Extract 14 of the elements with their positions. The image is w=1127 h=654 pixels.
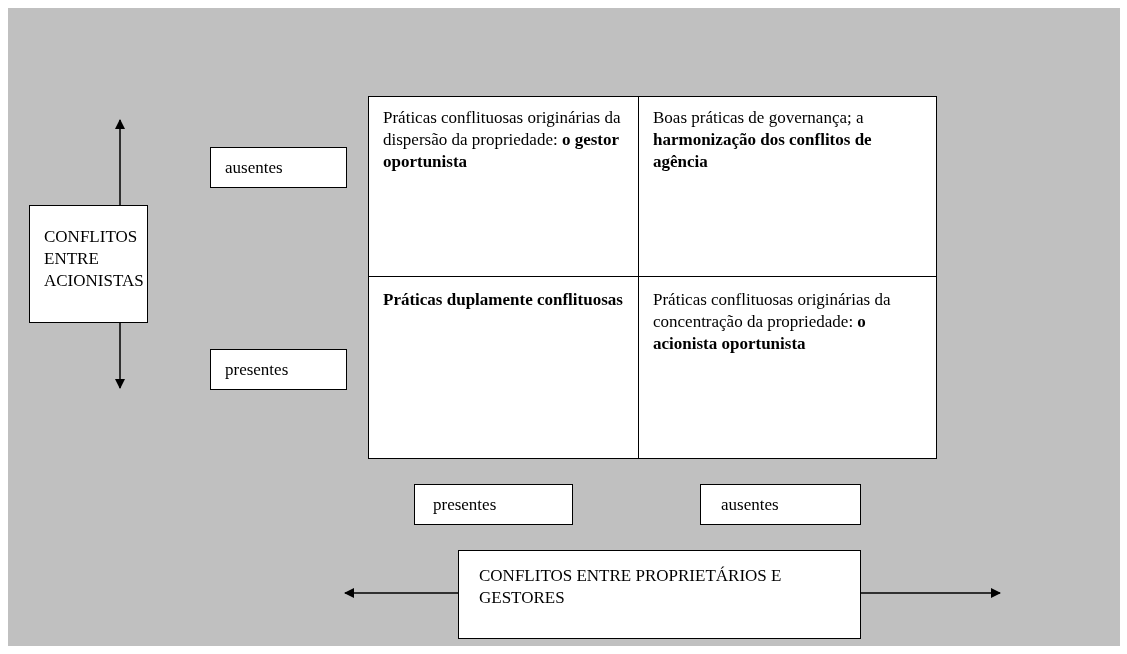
arrow [115, 119, 125, 206]
matrix-cell: Práticas duplamente conflituosas [368, 276, 639, 459]
heading-box: CONFLITOS ENTRE PROPRIETÁRIOS E GESTORES [458, 550, 861, 639]
label-box: presentes [414, 484, 573, 525]
matrix-cell: Boas práticas de governança; a harmonização dos conflitos de agência [638, 96, 937, 277]
label-box: ausentes [210, 147, 347, 188]
arrow [115, 322, 125, 389]
label-box: presentes [210, 349, 347, 390]
arrow [344, 588, 459, 598]
label-box: ausentes [700, 484, 861, 525]
heading-box: CONFLITOS ENTRE ACIONISTAS [29, 205, 148, 323]
matrix-cell: Práticas conflituosas originárias da dispersão da propriedade: o gestor oportunista [368, 96, 639, 277]
arrow [860, 588, 1001, 598]
matrix-cell: Práticas conflituosas originárias da concentração da propriedade: o acionista oportunista [638, 276, 937, 459]
